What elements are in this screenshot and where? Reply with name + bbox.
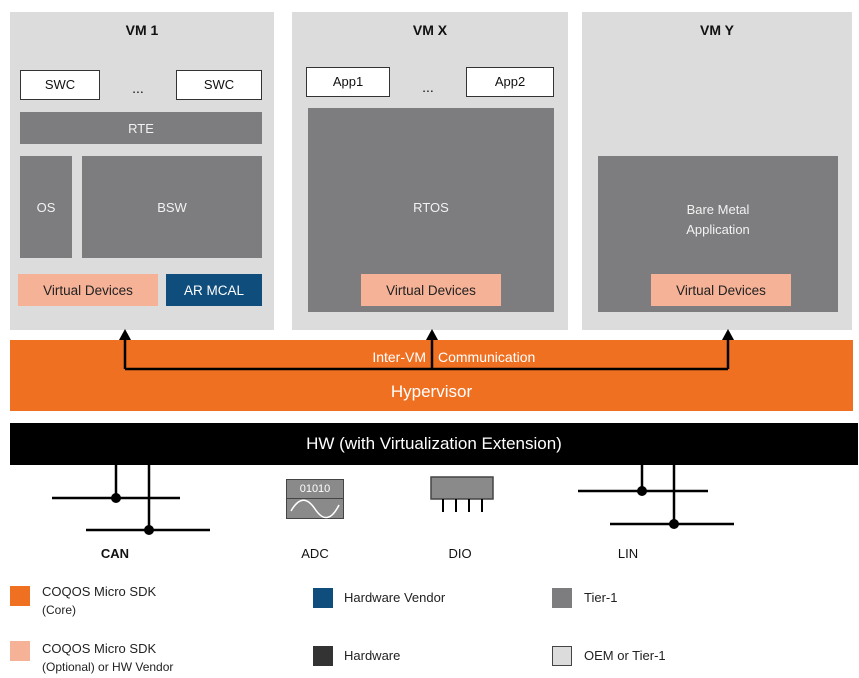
can-bus-icon	[52, 463, 210, 535]
vmx-ellipsis: ...	[422, 79, 434, 95]
vmy-bare-metal-label: Bare Metal Application	[686, 202, 750, 237]
vm1-ar-mcal: AR MCAL	[166, 274, 262, 306]
adc-label: ADC	[301, 546, 329, 561]
hardware-bar: HW (with Virtualization Extension)	[10, 423, 858, 465]
vmx-title: VM X	[412, 22, 448, 38]
inter-vm-label: Inter-VM	[372, 349, 426, 365]
hypervisor-label: Hypervisor	[390, 382, 473, 401]
vm1-bsw: BSW	[82, 156, 262, 258]
legend-swatch-optional	[10, 641, 30, 661]
legend-tier1: Tier-1	[584, 590, 618, 605]
can-label: CAN	[100, 546, 130, 561]
legend-swatch-oem	[552, 646, 572, 666]
adc-code: 01010	[287, 480, 343, 499]
legend-hw-vendor: Hardware Vendor	[344, 590, 446, 605]
adc-chip-icon: 01010	[286, 479, 344, 519]
lin-bus-icon	[578, 463, 734, 529]
vmx-app1: App1	[306, 67, 390, 97]
legend-swatch-core	[10, 586, 30, 606]
vm1-title: VM 1	[125, 22, 159, 38]
vmy-title: VM Y	[700, 22, 734, 38]
vm1-swc-right: SWC	[176, 70, 262, 100]
legend-core: COQOS Micro SDK (Core)	[42, 584, 157, 617]
vmx-virtual-devices: Virtual Devices	[361, 274, 501, 306]
vm1-os: OS	[20, 156, 72, 258]
dio-chip-icon	[430, 476, 494, 512]
legend-hardware: Hardware	[344, 648, 401, 663]
sine-wave-icon	[290, 499, 340, 519]
vmx-app2: App2	[466, 67, 554, 97]
dio-label: DIO	[448, 546, 472, 561]
communication-label: Communication	[438, 349, 536, 365]
lin-label: LIN	[617, 546, 639, 561]
vmy-virtual-devices: Virtual Devices	[651, 274, 791, 306]
vm1-swc-left: SWC	[20, 70, 100, 100]
legend-swatch-hardware	[313, 646, 333, 666]
arrow-lines	[123, 333, 730, 371]
legend-swatch-hw-vendor	[313, 588, 333, 608]
vm1-virtual-devices: Virtual Devices	[18, 274, 158, 306]
legend-swatch-tier1	[552, 588, 572, 608]
vm1-ellipsis: ...	[132, 80, 144, 96]
arrow-heads	[119, 329, 734, 340]
vm1-rte: RTE	[20, 112, 262, 144]
legend-oem: OEM or Tier-1	[584, 648, 666, 663]
legend-optional: COQOS Micro SDK (Optional) or HW Vendor	[42, 641, 174, 674]
